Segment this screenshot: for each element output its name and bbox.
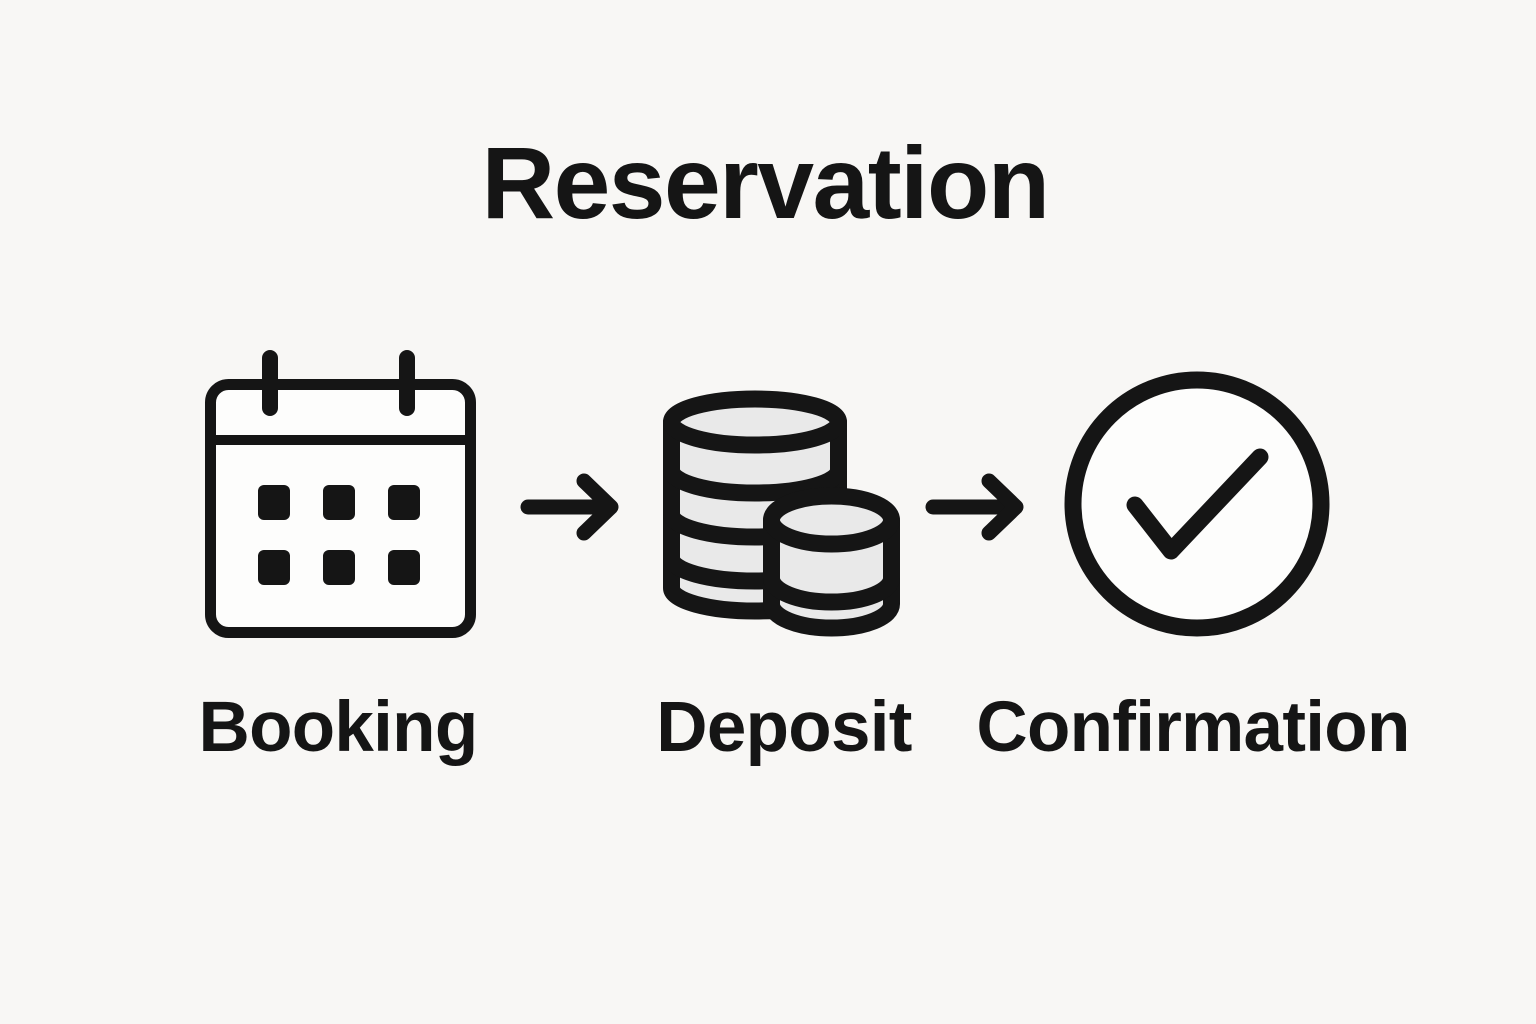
coins-icon: [663, 390, 900, 637]
arrow-right-icon: [925, 473, 1024, 541]
step-label-deposit: Deposit: [656, 688, 912, 767]
step-label-confirmation: Confirmation: [976, 688, 1410, 767]
step-label-booking: Booking: [198, 688, 479, 767]
arrow-right-icon: [520, 473, 619, 541]
calendar-icon: [205, 350, 476, 638]
check-circle-icon: [1064, 371, 1330, 637]
page-title: Reservation: [481, 126, 1050, 240]
